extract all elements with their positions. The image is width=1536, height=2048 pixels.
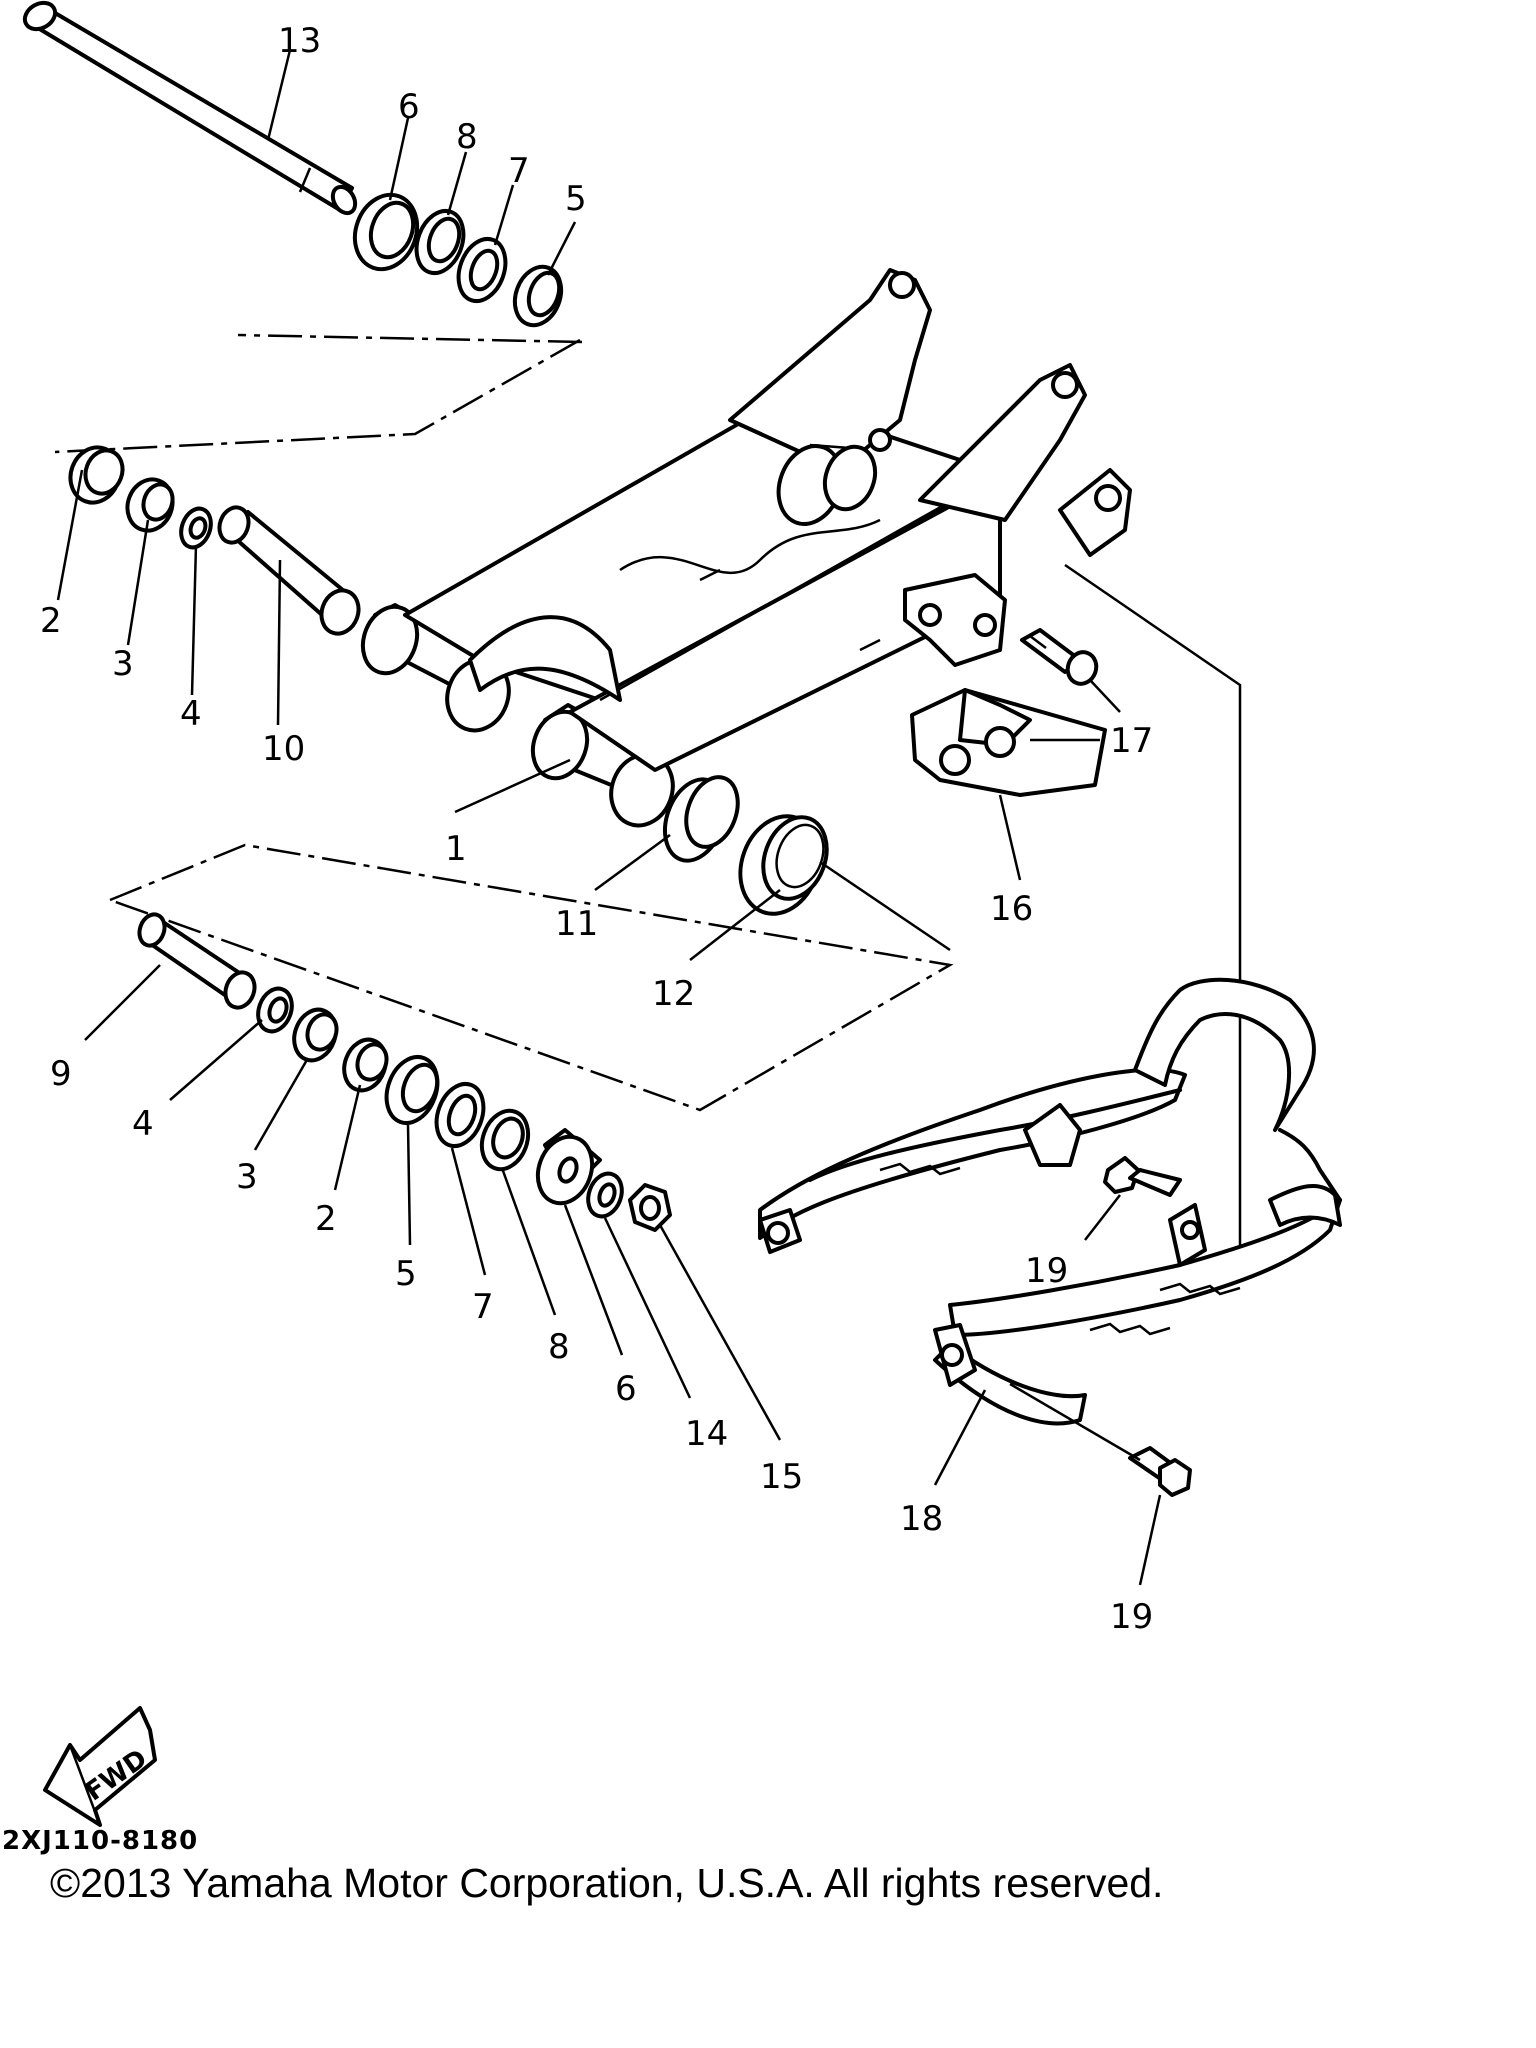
callout-11: 11 bbox=[555, 904, 598, 944]
guard-mount-line bbox=[1064, 563, 1242, 1245]
callout-13: 13 bbox=[278, 21, 321, 61]
bearing-left-upper bbox=[68, 445, 125, 505]
callout-19-upper: 19 bbox=[1025, 1251, 1068, 1291]
callout-2-upper: 2 bbox=[40, 601, 62, 641]
callout-12: 12 bbox=[652, 974, 695, 1014]
lower-assembly-line bbox=[109, 843, 954, 1112]
bolt-19-upper bbox=[1103, 1156, 1182, 1197]
bushing-lower bbox=[384, 1055, 440, 1125]
oil-seal-lower bbox=[535, 1128, 602, 1206]
copyright-notice: ©2013 Yamaha Motor Corporation, U.S.A. A… bbox=[50, 1860, 1164, 1906]
collar-9 bbox=[137, 912, 257, 1010]
callout-6-lower: 6 bbox=[615, 1369, 637, 1409]
bearing-left-lower bbox=[342, 1037, 389, 1093]
callout-4-lower: 4 bbox=[132, 1104, 154, 1144]
callout-10: 10 bbox=[262, 729, 305, 769]
washer-upper bbox=[456, 237, 508, 303]
collar-left-lower bbox=[292, 1007, 339, 1063]
collar-10 bbox=[217, 505, 361, 636]
bushing-upper bbox=[512, 264, 564, 328]
nut-15 bbox=[628, 1183, 672, 1232]
footrest-guard bbox=[758, 977, 1342, 1426]
callout-8-lower: 8 bbox=[548, 1327, 570, 1367]
callout-5-lower: 5 bbox=[395, 1254, 417, 1294]
rear-arm bbox=[360, 268, 1132, 828]
callout-6-upper: 6 bbox=[398, 87, 420, 127]
callout-9: 9 bbox=[50, 1054, 72, 1094]
upper-assembly-line-right bbox=[237, 333, 583, 344]
callout-15: 15 bbox=[760, 1457, 803, 1497]
leader-lines bbox=[56, 49, 1162, 1586]
callout-5-upper: 5 bbox=[565, 179, 587, 219]
callout-16: 16 bbox=[990, 889, 1033, 929]
oil-seal-12 bbox=[738, 814, 829, 916]
upper-assembly-line bbox=[54, 338, 581, 454]
bolt-17 bbox=[1020, 628, 1099, 686]
callout-4-upper: 4 bbox=[180, 694, 202, 734]
bolt-19-lower bbox=[1009, 1382, 1192, 1497]
thrust-cover-upper bbox=[414, 209, 466, 275]
callout-3-upper: 3 bbox=[112, 644, 134, 684]
callout-18: 18 bbox=[900, 1499, 943, 1539]
callout-labels: 13 6 8 7 5 2 3 4 10 1 11 12 16 17 9 4 3 … bbox=[40, 21, 1153, 1637]
fwd-arrow-icon: FWD bbox=[43, 1706, 157, 1827]
pivot-shaft bbox=[22, 0, 358, 216]
collar-11 bbox=[663, 775, 740, 863]
washer-left-upper bbox=[179, 506, 213, 550]
washer-14 bbox=[586, 1171, 624, 1219]
callout-3-lower: 3 bbox=[236, 1157, 258, 1197]
oil-seal-upper bbox=[352, 192, 420, 272]
callout-8-upper: 8 bbox=[456, 117, 478, 157]
drawing-code: 2XJ110-8180 bbox=[2, 1826, 199, 1856]
washer-lower bbox=[434, 1082, 486, 1148]
chain-guide bbox=[910, 688, 1107, 797]
collar-left-upper bbox=[125, 477, 175, 533]
callout-7-lower: 7 bbox=[472, 1287, 494, 1327]
callout-7-upper: 7 bbox=[508, 151, 530, 191]
callout-17: 17 bbox=[1110, 721, 1153, 761]
callout-19-lower: 19 bbox=[1110, 1597, 1153, 1637]
callout-14: 14 bbox=[685, 1414, 728, 1454]
callout-1: 1 bbox=[445, 829, 467, 869]
thrust-cover-lower bbox=[479, 1108, 531, 1172]
callout-2-lower: 2 bbox=[315, 1199, 337, 1239]
washer-left-lower bbox=[256, 986, 294, 1034]
